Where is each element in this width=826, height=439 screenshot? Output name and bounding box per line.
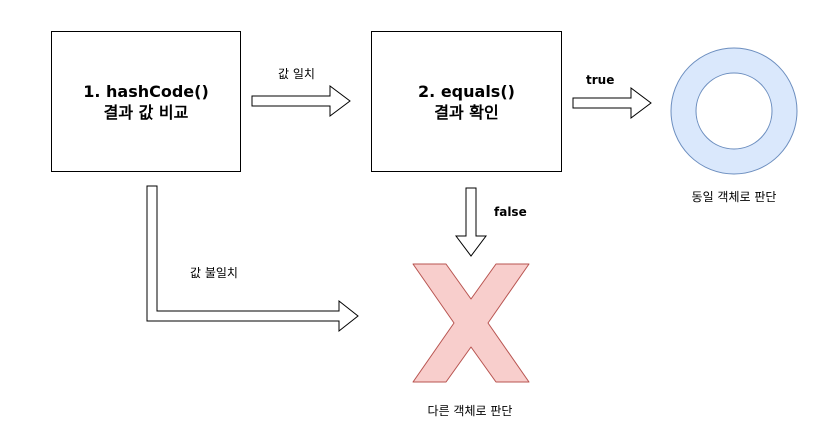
hashcode-box-title: 1. hashCode() xyxy=(83,81,209,101)
mismatch-label: 값 불일치 xyxy=(190,266,238,280)
mismatch-arrow xyxy=(146,185,359,333)
equals-check-box: 2. equals() 결과 확인 xyxy=(371,31,562,172)
match-arrow xyxy=(251,85,351,117)
equals-box-subtitle: 결과 확인 xyxy=(434,102,499,122)
different-object-x-icon xyxy=(412,263,530,383)
same-object-caption: 동일 객체로 판단 xyxy=(691,190,777,204)
false-label: false xyxy=(494,205,527,219)
false-arrow xyxy=(455,187,487,257)
equals-box-title: 2. equals() xyxy=(418,81,515,101)
same-object-ring-icon xyxy=(670,47,798,175)
true-arrow xyxy=(572,87,652,119)
hashcode-compare-box: 1. hashCode() 결과 값 비교 xyxy=(51,31,241,172)
hashcode-box-subtitle: 결과 값 비교 xyxy=(103,102,189,122)
different-object-caption: 다른 객체로 판단 xyxy=(427,404,513,418)
true-label: true xyxy=(586,73,615,87)
match-label: 값 일치 xyxy=(278,67,315,81)
